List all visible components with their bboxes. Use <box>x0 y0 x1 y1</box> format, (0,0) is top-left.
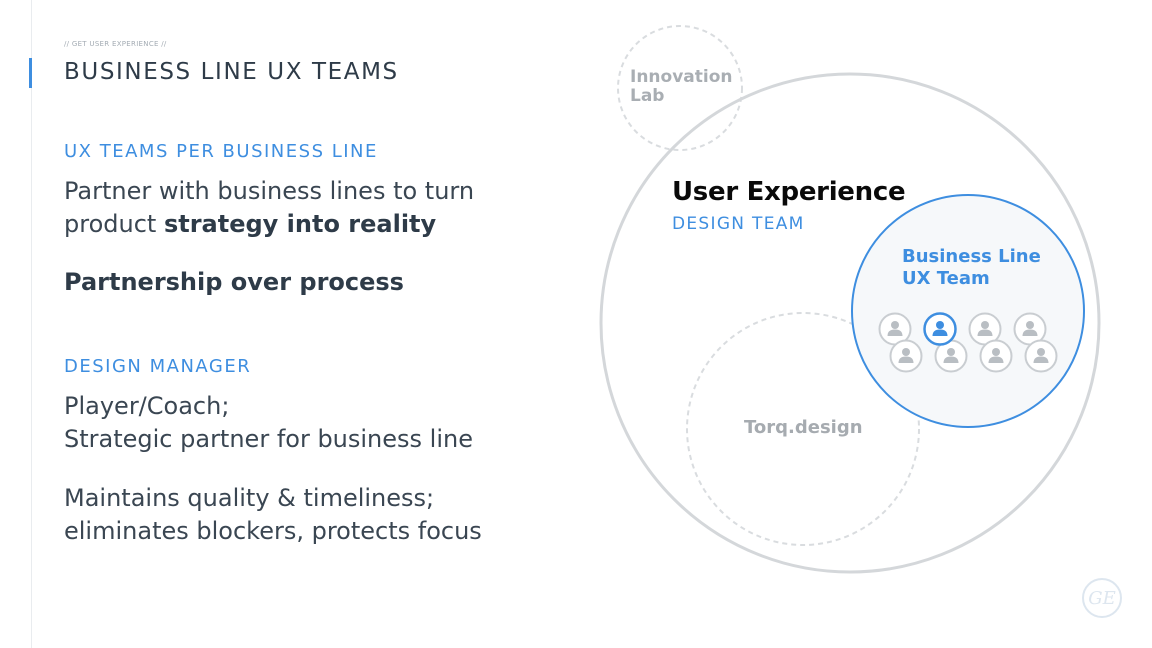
section2-line4: eliminates blockers, protects focus <box>64 517 482 545</box>
section1-line2-plain: product <box>64 210 164 238</box>
person-icon <box>889 339 923 373</box>
torq-design-circle <box>686 312 920 546</box>
design-manager-person-icon <box>923 312 957 346</box>
logo-text: GE <box>1088 587 1116 609</box>
section-label-ux-teams: UX TEAMS PER BUSINESS LINE <box>64 141 378 162</box>
section2-line3: Maintains quality & timeliness; <box>64 484 435 512</box>
section2-line2: Strategic partner for business line <box>64 425 473 453</box>
title-accent-bar <box>29 58 32 88</box>
user-experience-title: User Experience <box>672 177 906 207</box>
partnership-emphasis: Partnership over process <box>64 268 404 296</box>
ge-logo-icon: GE <box>1082 578 1122 618</box>
torq-design-label: Torq.design <box>744 417 863 438</box>
innovation-lab-circle <box>617 25 743 151</box>
section-label-design-manager: DESIGN MANAGER <box>64 356 252 377</box>
person-icon <box>979 339 1013 373</box>
section2-line1: Player/Coach; <box>64 392 230 420</box>
section2-text-b: Maintains quality & timeliness; eliminat… <box>64 482 482 548</box>
section1-line2-bold: strategy into reality <box>163 210 437 238</box>
business-line-label: Business Line UX Team <box>902 246 1041 289</box>
header-kicker: // GET USER EXPERIENCE // <box>64 40 167 48</box>
section1-text: Partner with business lines to turn prod… <box>64 175 474 241</box>
user-experience-circle <box>599 72 1101 574</box>
section1-line2: product strategy into reality <box>64 208 474 241</box>
business-line-circle <box>851 194 1085 428</box>
design-team-subtitle: DESIGN TEAM <box>672 214 805 234</box>
slide-title: BUSINESS LINE UX TEAMS <box>64 59 399 85</box>
left-margin-rule <box>31 0 32 648</box>
innovation-lab-label: Innovation Lab <box>630 67 733 106</box>
section1-line1: Partner with business lines to turn <box>64 177 475 205</box>
person-icon <box>1024 339 1058 373</box>
section2-text-a: Player/Coach; Strategic partner for busi… <box>64 390 473 456</box>
